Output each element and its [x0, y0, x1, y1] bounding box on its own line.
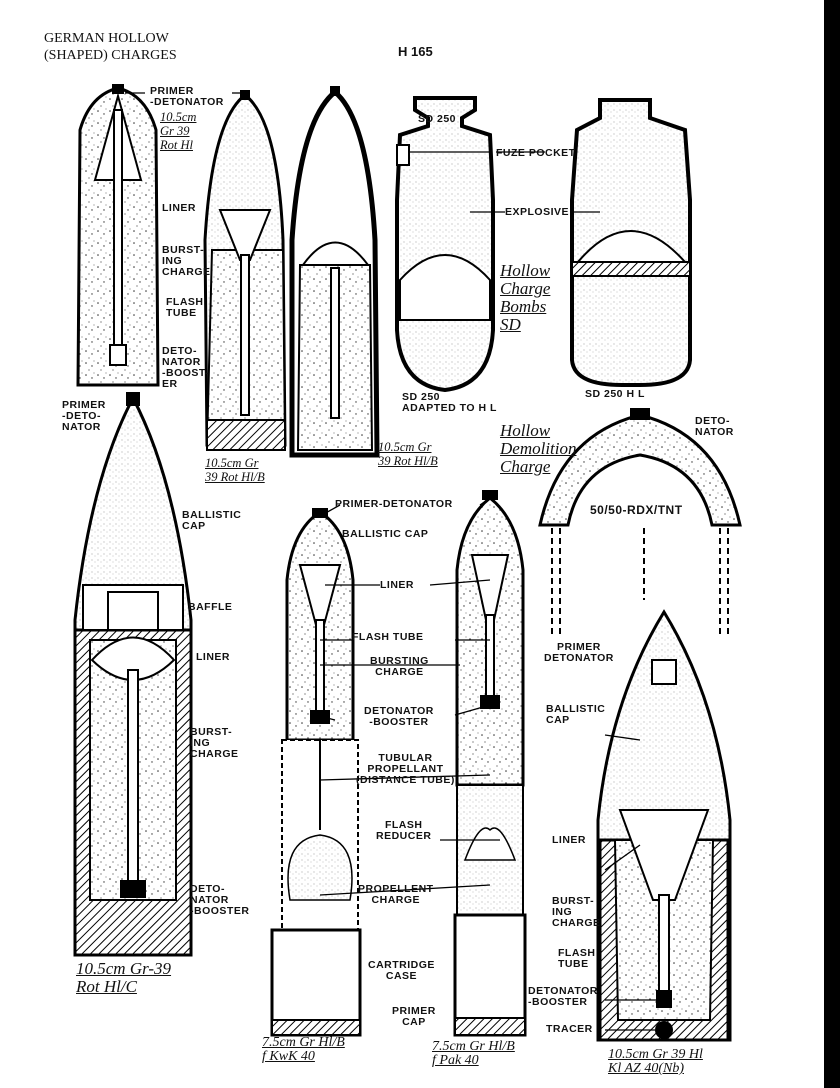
label-flash-tube-center: FLASH TUBE: [352, 631, 424, 643]
label-sd250-top: SD 250: [418, 113, 457, 125]
caption-gr39-rot-hl-b-left: 10.5cm Gr 39 Rot Hl/B: [205, 456, 265, 484]
label-fuze-pocket: FUZE POCKET: [496, 147, 576, 159]
document-title: GERMAN HOLLOW (SHAPED) CHARGES: [44, 30, 177, 64]
leader-lines: [125, 92, 660, 1031]
caption-pak40: 7.5cm Gr Hl/B f Pak 40: [432, 1039, 515, 1068]
page-number: H 165: [398, 44, 433, 59]
caption-gr39-rot-hl-c: 10.5cm Gr-39 Rot Hl/C: [76, 959, 172, 996]
shell-pak40: [453, 490, 527, 1037]
label-primer-detonator-1: PRIMER -DETONATOR: [150, 85, 224, 108]
title-line-2: (SHAPED) CHARGES: [44, 48, 177, 63]
label-detonator-booster-2: DETO- NATOR -BOOSTER: [190, 883, 250, 917]
shell-gr39-hl-kl: [596, 609, 732, 1042]
caption-kwk40: 7.5cm Gr Hl/B f KwK 40: [262, 1035, 345, 1064]
label-bursting-charge-1: BURST- ING CHARGE: [162, 244, 211, 278]
label-bursting-charge-2: BURST- ING CHARGE: [190, 726, 239, 760]
label-ballistic-cap-2: BALLISTIC CAP: [182, 509, 242, 532]
label-explosive: EXPLOSIVE: [505, 206, 570, 218]
caption-gr39-hl-kl: 10.5cm Gr 39 Hl Kl AZ 40(Nb): [608, 1047, 703, 1076]
label-ballistic-cap-center: BALLISTIC CAP: [342, 528, 429, 540]
shell-gr39-rot-hl: [76, 84, 160, 387]
label-liner-2: LINER: [196, 651, 230, 663]
label-primer-cap: PRIMER CAP: [392, 1005, 436, 1028]
bomb-sd250-hl: [570, 98, 692, 387]
label-detonator-booster-right: DETONATOR -BOOSTER: [528, 985, 598, 1008]
label-bursting-charge-right: BURST- ING CHARGE: [552, 895, 601, 929]
label-sd250-hl: SD 250 H L: [585, 388, 645, 400]
label-propellent-charge: PROPELLENT CHARGE: [358, 883, 434, 906]
label-primer-detonator-right: PRIMER DETONATOR: [544, 641, 614, 664]
bomb-sd250-adapted: [395, 96, 495, 393]
caption-hollow-charge-bombs: Hollow Charge Bombs SD: [500, 261, 551, 334]
scan-edge: [824, 0, 840, 1088]
shell-kwk40: [270, 508, 362, 1037]
label-tubular-propellant: TUBULAR PROPELLANT (DISTANCE TUBE): [356, 752, 455, 786]
caption-gr39-rot-hl-b-right: 10.5cm Gr 39 Rot Hl/B: [378, 440, 438, 468]
label-baffle: BAFFLE: [188, 601, 233, 613]
label-liner-1: LINER: [162, 202, 196, 214]
label-rdx-tnt: 50/50-RDX/TNT: [590, 503, 683, 517]
caption-gr39-rot-hl: 10.5cm Gr 39 Rot Hl: [160, 110, 197, 152]
shell-gr39-rot-hl-b-1: [203, 90, 287, 451]
shell-gr39-rot-hl-b-2: [289, 86, 380, 458]
label-primer-detonator-2: PRIMER -DETO- NATOR: [62, 399, 106, 433]
label-cartridge-case: CARTRIDGE CASE: [368, 959, 435, 982]
label-sd250-adapted: SD 250 ADAPTED TO H L: [402, 391, 497, 414]
label-bursting-charge-center: BURSTING CHARGE: [370, 655, 429, 678]
label-tracer: TRACER: [546, 1023, 593, 1035]
label-flash-reducer: FLASH REDUCER: [376, 819, 432, 842]
shell-gr39-rot-hl-c: [73, 392, 193, 957]
label-primer-detonator-center: PRIMER-DETONATOR: [335, 498, 453, 510]
label-ballistic-cap-right: BALLISTIC CAP: [546, 703, 606, 726]
label-flash-tube-1: FLASH TUBE: [166, 296, 204, 319]
label-liner-center: LINER: [380, 579, 414, 591]
caption-hollow-demolition-charge: Hollow Demolition Charge: [500, 421, 577, 476]
label-detonator-demolition: DETO- NATOR: [695, 415, 734, 438]
title-line-1: GERMAN HOLLOW: [44, 31, 169, 46]
label-liner-right: LINER: [552, 834, 586, 846]
label-detonator-booster-1: DETO- NATOR -BOOST- ER: [162, 345, 210, 390]
demolition-charge: [538, 408, 742, 635]
label-detonator-booster-center: DETONATOR -BOOSTER: [364, 705, 434, 728]
label-flash-tube-right: FLASH TUBE: [558, 947, 596, 970]
